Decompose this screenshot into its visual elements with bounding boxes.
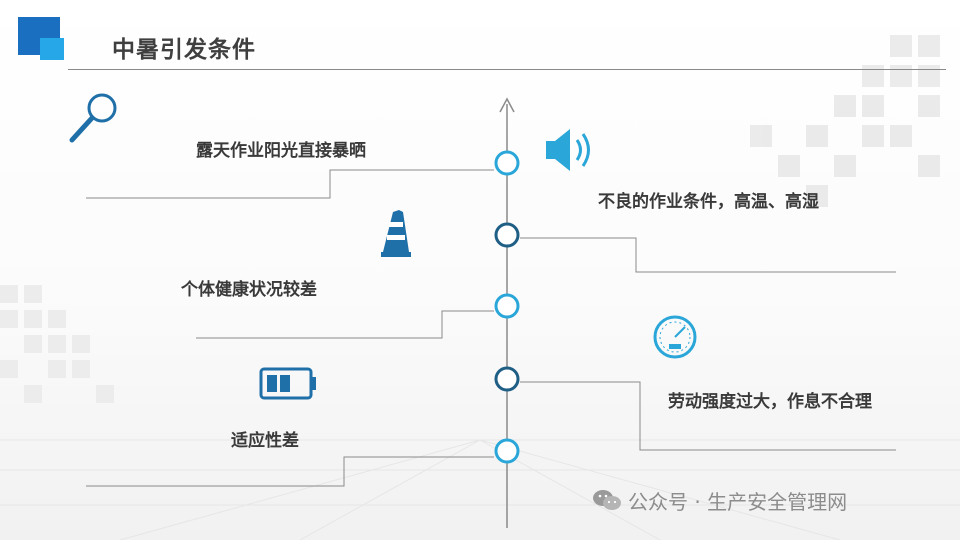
connector-5 [86, 456, 494, 487]
condition-label-1: 露天作业阳光直接暴晒 [196, 141, 366, 161]
condition-label-4: 劳动强度过大，作息不合理 [668, 392, 872, 412]
traffic-cone-icon [381, 210, 411, 257]
timeline-arrowhead [499, 97, 515, 113]
title-divider [68, 69, 946, 70]
magnifier-icon [69, 93, 117, 143]
timeline-node-2 [494, 222, 520, 248]
slide-title: 中暑引发条件 [112, 37, 256, 63]
battery-icon [259, 367, 316, 400]
speaker-icon [546, 129, 590, 171]
connector-3 [196, 310, 494, 339]
timeline-node-5 [494, 438, 520, 464]
condition-label-3: 个体健康状况较差 [181, 280, 317, 300]
gauge-icon [653, 315, 697, 359]
logo-square-light [40, 38, 64, 60]
timeline-node-1 [494, 150, 520, 176]
wechat-icon [593, 490, 621, 510]
timeline-node-3 [494, 293, 520, 319]
timeline-node-4 [494, 366, 520, 392]
condition-label-2: 不良的作业条件，高温、高湿 [598, 192, 819, 212]
connector-2 [520, 237, 896, 273]
watermark-text: 公众号 · 生产安全管理网 [628, 490, 848, 514]
connector-1 [86, 169, 494, 199]
connector-4 [520, 381, 896, 451]
condition-label-5: 适应性差 [231, 431, 299, 451]
